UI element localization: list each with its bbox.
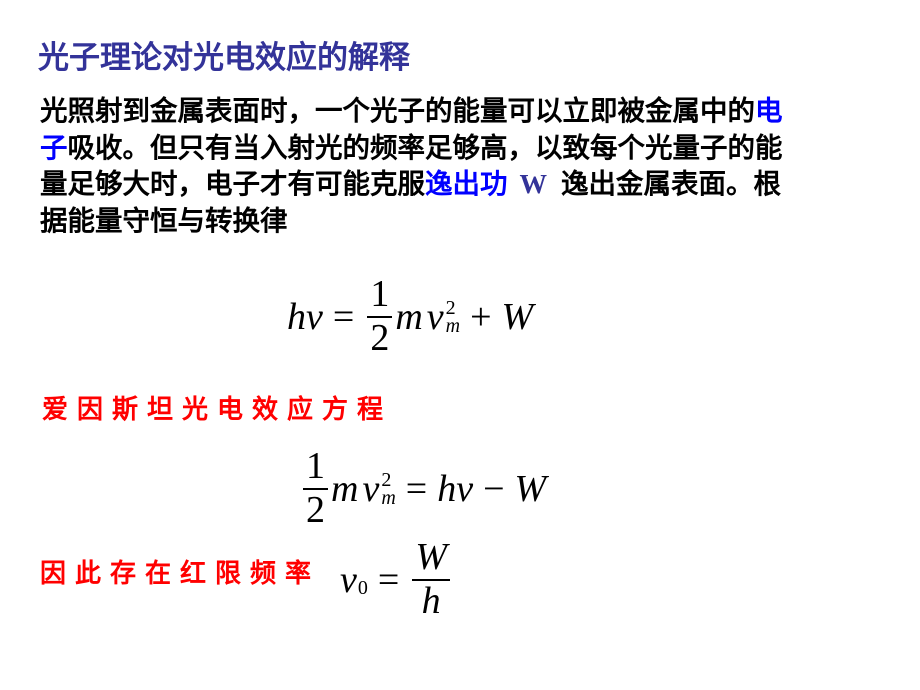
electron-highlight: 电 <box>755 95 783 127</box>
paragraph-line-1: 光照射到金属表面时，一个光子的能量可以立即被金属中的电 <box>40 95 783 127</box>
electron-highlight-cont: 子 <box>40 131 68 164</box>
fraction-bar <box>412 579 450 581</box>
fraction-w-over-h: W h <box>412 537 450 623</box>
work-function-term: 逸出功 <box>425 168 508 200</box>
paragraph-line-2: 子吸收。但只有当入射光的频率足够高，以致每个光量子的能 <box>40 131 783 164</box>
fraction-one-half: 1 2 <box>303 446 328 532</box>
fraction-one-half: 1 2 <box>367 274 393 360</box>
slide-title: 光子理论对光电效应的解释 <box>38 40 410 76</box>
paragraph-line-4: 据能量守恒与转换律 <box>40 204 288 237</box>
fraction-bar <box>367 316 393 318</box>
threshold-frequency-label: 因此存在红限频率 <box>40 559 321 589</box>
einstein-equation-label: 爱因斯坦光电效应方程 <box>42 395 393 425</box>
fraction-bar <box>303 488 328 490</box>
explanation-paragraph: 光照射到金属表面时，一个光子的能量可以立即被金属中的电 子吸收。但只有当入射光的… <box>40 93 890 239</box>
work-function-symbol: W <box>519 168 548 199</box>
